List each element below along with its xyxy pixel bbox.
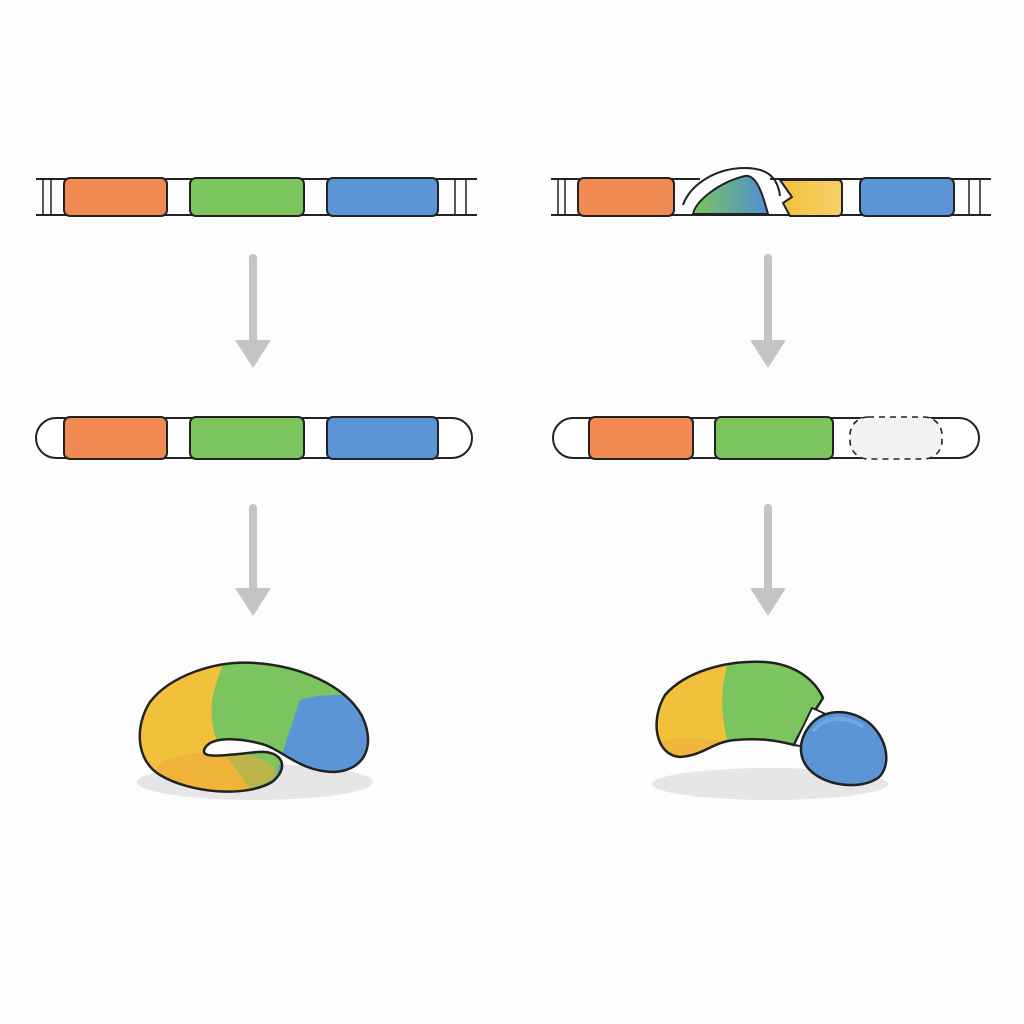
orange-segment bbox=[588, 416, 694, 460]
disrupted-green-blue-segment bbox=[692, 174, 769, 215]
down-arrow bbox=[235, 504, 271, 616]
down-arrow bbox=[750, 254, 786, 368]
protein-outline bbox=[138, 661, 370, 793]
domain-highlight bbox=[812, 717, 864, 732]
normal-mrna-strand bbox=[35, 416, 473, 460]
blue-segment bbox=[326, 416, 439, 460]
normal-panel bbox=[35, 177, 477, 800]
green-segment bbox=[189, 177, 305, 217]
green-segment bbox=[189, 416, 305, 460]
green-segment bbox=[714, 416, 834, 460]
missing-segment bbox=[849, 416, 943, 460]
detached-blue-domain bbox=[799, 710, 888, 787]
misfolded-protein bbox=[652, 660, 888, 800]
down-arrow bbox=[235, 254, 271, 368]
blue-segment bbox=[326, 177, 439, 217]
mutant-gene-strand bbox=[551, 166, 991, 217]
mutant-mrna-strand bbox=[552, 416, 980, 460]
yellow-segment bbox=[779, 179, 843, 217]
normal-gene-strand bbox=[36, 177, 477, 217]
orange-segment bbox=[577, 177, 675, 217]
folded-protein bbox=[137, 661, 373, 800]
blue-segment bbox=[859, 177, 955, 217]
orange-segment bbox=[63, 177, 168, 217]
mutant-panel bbox=[551, 166, 991, 800]
strand-bulge bbox=[682, 166, 781, 206]
orange-segment bbox=[63, 416, 168, 460]
down-arrow bbox=[750, 504, 786, 616]
